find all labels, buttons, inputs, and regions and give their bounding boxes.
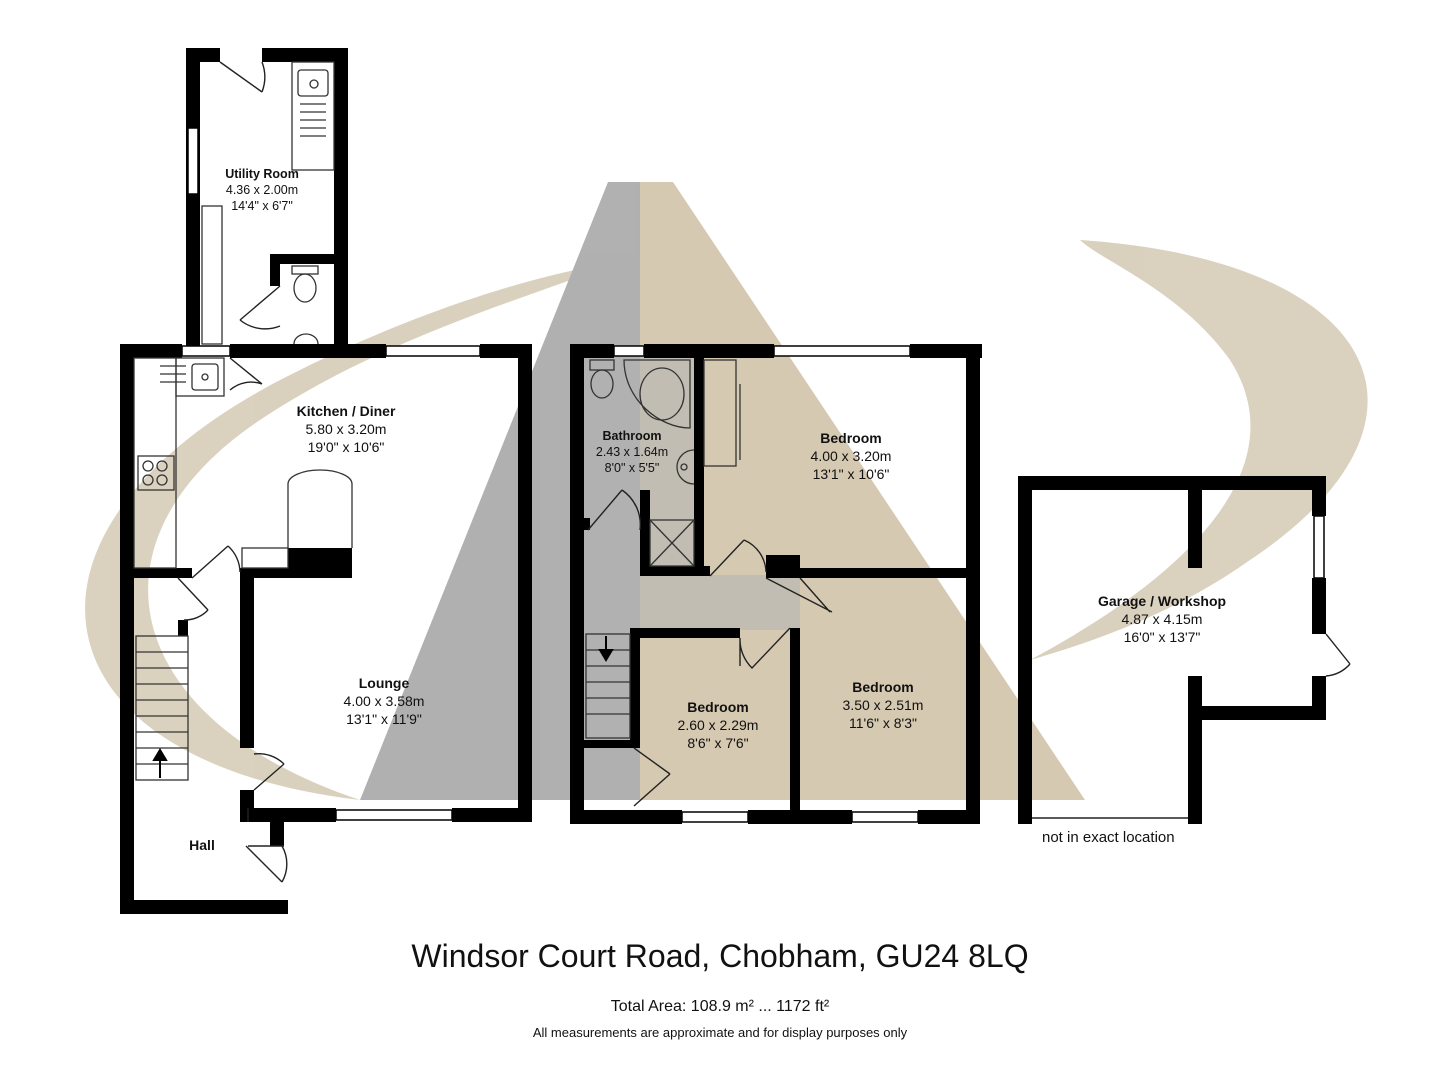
room-metric: 2.43 x 1.64m	[595, 445, 669, 459]
garage-window	[1313, 515, 1325, 579]
room-imperial: 16'0" x 13'7"	[1123, 629, 1201, 645]
room-metric: 4.00 x 3.58m	[343, 693, 425, 709]
room-label-utility: Utility Room 4.36 x 2.00m 14'4" x 6'7"	[225, 166, 299, 214]
room-imperial: 13'1" x 10'6"	[812, 466, 890, 482]
room-imperial: 8'6" x 7'6"	[687, 735, 749, 751]
ground-floor-windows	[181, 127, 481, 821]
room-name: Hall	[189, 837, 215, 853]
room-metric: 3.50 x 2.51m	[842, 697, 924, 713]
room-label-hall: Hall	[189, 836, 215, 854]
first-floor-doors	[587, 489, 833, 807]
room-imperial: 14'4" x 6'7"	[231, 199, 293, 213]
first-floor-walls	[570, 344, 982, 824]
room-label-bedroom-1: Bedroom 4.00 x 3.20m 13'1" x 10'6"	[811, 429, 892, 483]
garage-door	[1032, 633, 1351, 819]
room-imperial: 11'6" x 8'3"	[849, 715, 917, 731]
room-name: Lounge	[358, 675, 410, 691]
garage-location-note: not in exact location	[1042, 829, 1175, 846]
first-floor-windows	[613, 345, 919, 823]
room-metric: 4.00 x 3.20m	[810, 448, 892, 464]
room-name: Bedroom	[687, 699, 749, 715]
ground-floor-fittings	[133, 61, 353, 781]
room-imperial: 8'0" x 5'5"	[604, 461, 660, 475]
room-label-lounge: Lounge 4.00 x 3.58m 13'1" x 11'9"	[344, 674, 425, 728]
room-label-bedroom-3: Bedroom 3.50 x 2.51m 11'6" x 8'3"	[843, 678, 924, 732]
room-name: Garage / Workshop	[1097, 593, 1227, 609]
room-label-kitchen: Kitchen / Diner 5.80 x 3.20m 19'0" x 10'…	[297, 402, 396, 456]
room-metric: 4.87 x 4.15m	[1121, 611, 1203, 627]
first-floor-fittings	[585, 359, 741, 739]
property-address: Windsor Court Road, Chobham, GU24 8LQ	[411, 938, 1029, 974]
room-label-garage: Garage / Workshop 4.87 x 4.15m 16'0" x 1…	[1098, 592, 1226, 646]
room-name: Kitchen / Diner	[296, 403, 396, 419]
room-imperial: 13'1" x 11'9"	[346, 711, 422, 727]
measurement-disclaimer: All measurements are approximate and for…	[532, 1025, 908, 1040]
ground-floor-walls	[120, 48, 532, 914]
garage-walls	[1018, 476, 1326, 824]
room-metric: 2.60 x 2.29m	[677, 717, 759, 733]
room-metric: 4.36 x 2.00m	[225, 183, 299, 197]
ground-floor-doors	[177, 61, 288, 883]
room-label-bathroom: Bathroom 2.43 x 1.64m 8'0" x 5'5"	[596, 428, 668, 476]
stair-up-arrow	[152, 748, 168, 778]
landing-floor	[580, 355, 965, 740]
room-metric: 5.80 x 3.20m	[305, 421, 387, 437]
room-name: Bedroom	[820, 430, 882, 446]
stair-down-arrow	[598, 636, 614, 662]
room-imperial: 19'0" x 10'6"	[307, 439, 385, 455]
room-name: Utility Room	[225, 167, 299, 181]
room-label-bedroom-2: Bedroom 2.60 x 2.29m 8'6" x 7'6"	[678, 698, 759, 752]
total-area: Total Area: 108.9 m² ... 1172 ft²	[610, 998, 830, 1015]
room-name: Bathroom	[602, 429, 662, 443]
room-name: Bedroom	[852, 679, 914, 695]
